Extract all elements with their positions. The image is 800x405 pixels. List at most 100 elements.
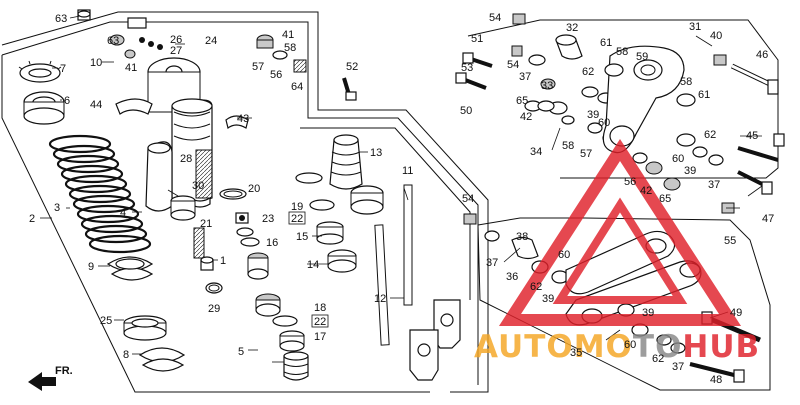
callout-57: 57 [252,61,264,73]
callout-65: 65 [516,95,528,107]
callout-56-b: 56 [624,176,636,188]
callout-50: 50 [460,105,472,117]
watermark-text: AUTOMOTOHUB [474,329,760,365]
washer-part-56 [272,50,288,60]
callout-47: 47 [762,213,774,225]
callout-38: 38 [516,231,528,243]
adjuster-part-6 [23,91,65,125]
callout-58-b: 58 [616,46,628,58]
callout-28: 28 [180,153,192,165]
callout-49: 49 [730,307,742,319]
bolt-part-52 [342,77,357,101]
callout-13: 13 [370,147,382,159]
callout-60-d: 60 [624,339,636,351]
spring-coil [76,204,140,224]
callout-33: 33 [541,80,553,92]
callout-65-b: 65 [659,193,671,205]
valve-part-1 [193,227,214,271]
lower-bushings [617,303,686,354]
spring-seat-part-9 [106,256,154,281]
collar-part-38 [511,236,539,260]
spring-coil [64,174,128,194]
callout-53: 53 [461,62,473,74]
callout-39-b: 39 [684,165,696,177]
stack-parts [236,227,298,327]
reservoir-cap-part-30 [170,195,196,221]
upper-fittings [109,17,163,59]
callout-55: 55 [724,235,736,247]
callout-51: 51 [471,33,483,45]
callout-18: 18 [314,302,326,314]
callout-8: 8 [123,349,129,361]
callout-45: 45 [746,130,758,142]
callout-37-c: 37 [486,257,498,269]
callout-20: 20 [248,183,260,195]
piston-rod-kit [219,134,461,381]
shock-rod-part-11-12 [374,184,461,381]
callout-10: 10 [90,57,102,69]
callout-23: 23 [262,213,274,225]
callout-15: 15 [296,231,308,243]
callout-54-c: 54 [462,193,474,205]
callout-37-d: 37 [672,361,684,373]
callout-30: 30 [192,180,204,192]
callout-29: 29 [208,303,220,315]
bolt-part-51 [462,52,493,68]
callout-58: 58 [284,42,296,54]
bushing-parts-right [604,63,724,191]
callout-60-c: 60 [558,249,570,261]
callout-34: 34 [530,146,542,158]
spring-coil [72,194,136,214]
callout-35: 35 [570,347,582,359]
callout-37: 37 [519,71,531,83]
callout-54-mid: 54 [507,59,519,71]
boot-part-13 [329,134,363,190]
callout-63-top: 63 [107,35,119,47]
callout-41: 41 [125,62,137,74]
top-small-parts [256,34,477,225]
callout-27: 27 [170,45,182,57]
callout-56: 56 [270,69,282,81]
callout-16: 16 [266,237,278,249]
callout-62-b: 62 [704,129,716,141]
callout-1: 1 [220,255,226,267]
callout-62: 62 [582,66,594,78]
callout-43: 43 [237,113,249,125]
lock-nut-part-7 [18,60,62,83]
callout-9: 9 [88,261,94,273]
callout-60: 60 [598,117,610,129]
callout-42: 42 [520,111,532,123]
callout-37-b: 37 [708,179,720,191]
callout-22-lower: 22 [314,316,326,328]
spring-coil [52,144,116,164]
nut-part-54-top [512,13,526,25]
callout-26: 26 [170,34,182,46]
callout-48: 48 [710,374,722,386]
callout-3: 3 [54,202,60,214]
callout-32: 32 [566,22,578,34]
callout-61-b: 61 [698,89,710,101]
leader-lines [40,15,763,369]
bolt-part-54 [463,213,477,225]
bolt-part-46 [713,54,779,95]
callout-42-b: 42 [640,185,652,197]
spring-coil [60,164,124,184]
callout-21: 21 [200,218,212,230]
bolt-part-50 [455,72,487,90]
callout-2: 2 [29,213,35,225]
callout-31: 31 [689,21,701,33]
callout-5: 5 [238,346,244,358]
cap-part-13b [350,185,384,215]
bump-rubber-part-28 [145,141,173,212]
callout-52: 52 [346,61,358,73]
callout-58-d: 58 [680,76,692,88]
callout-36: 36 [506,271,518,283]
cap-part-57 [256,34,274,49]
callout-39-c: 39 [542,293,554,305]
mount-bolt-part-63 [77,9,91,21]
linkage-arm-part-31 [602,45,685,154]
spring-seat-part-8 [138,347,186,372]
callout-39: 39 [587,109,599,121]
panel-frames [1,11,779,393]
